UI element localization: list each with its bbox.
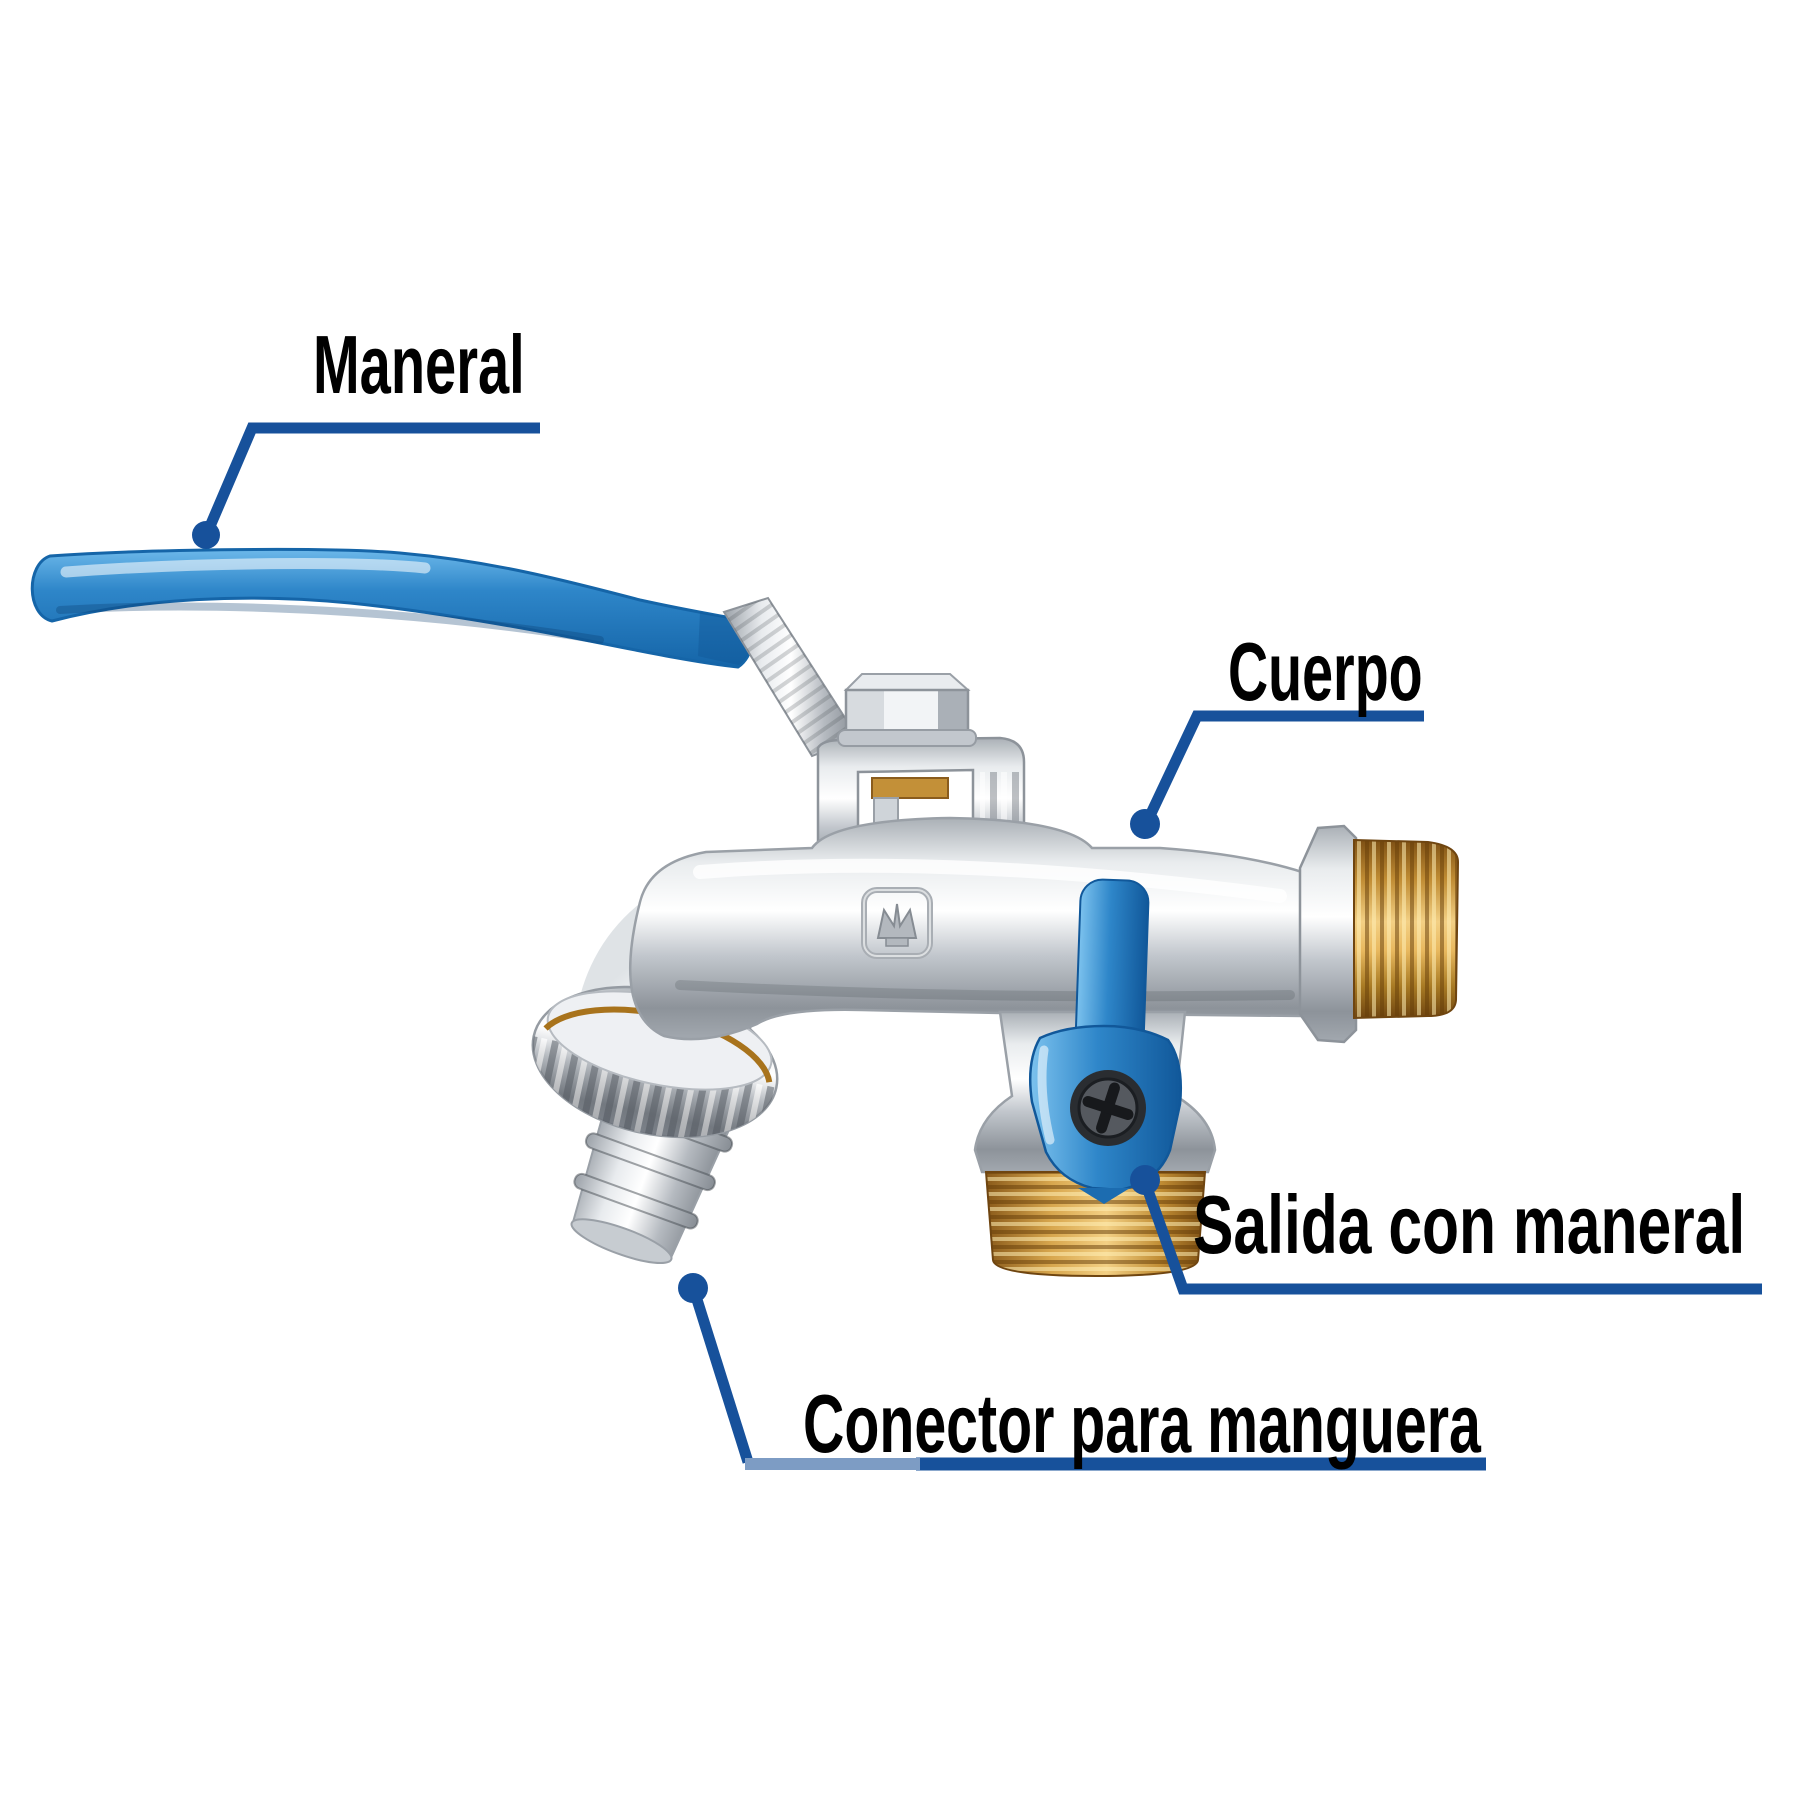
- bonnet-hex-nut: [837, 673, 977, 747]
- cuerpo-leader-line: [1142, 710, 1424, 825]
- conector-leader-line: [688, 1288, 754, 1464]
- callout-label-maneral: Maneral: [313, 318, 525, 411]
- salida-leader-dot: [1130, 1165, 1160, 1195]
- callout-label-salida-con-maneral: Salida con maneral: [1193, 1178, 1746, 1271]
- packing-gland-brass: [871, 777, 949, 799]
- cuerpo-leader-dot: [1130, 809, 1160, 839]
- crown-icon: [876, 903, 918, 939]
- front-outlet-blue-lever: [1028, 878, 1183, 1204]
- side-outlet-hex-flange: [1298, 824, 1358, 1044]
- front-outlet-screw: [1070, 1070, 1146, 1146]
- side-outlet: [1298, 824, 1460, 1044]
- brand-logo: [861, 887, 933, 959]
- conector-leader-dot: [678, 1273, 708, 1303]
- maneral-leader-line: [202, 422, 540, 534]
- callout-label-conector-para-manguera: Conector para manguera: [803, 1377, 1481, 1470]
- maneral-leader-dot: [192, 521, 220, 549]
- salida-leader-line: [1139, 1180, 1762, 1295]
- callout-label-cuerpo: Cuerpo: [1228, 625, 1423, 718]
